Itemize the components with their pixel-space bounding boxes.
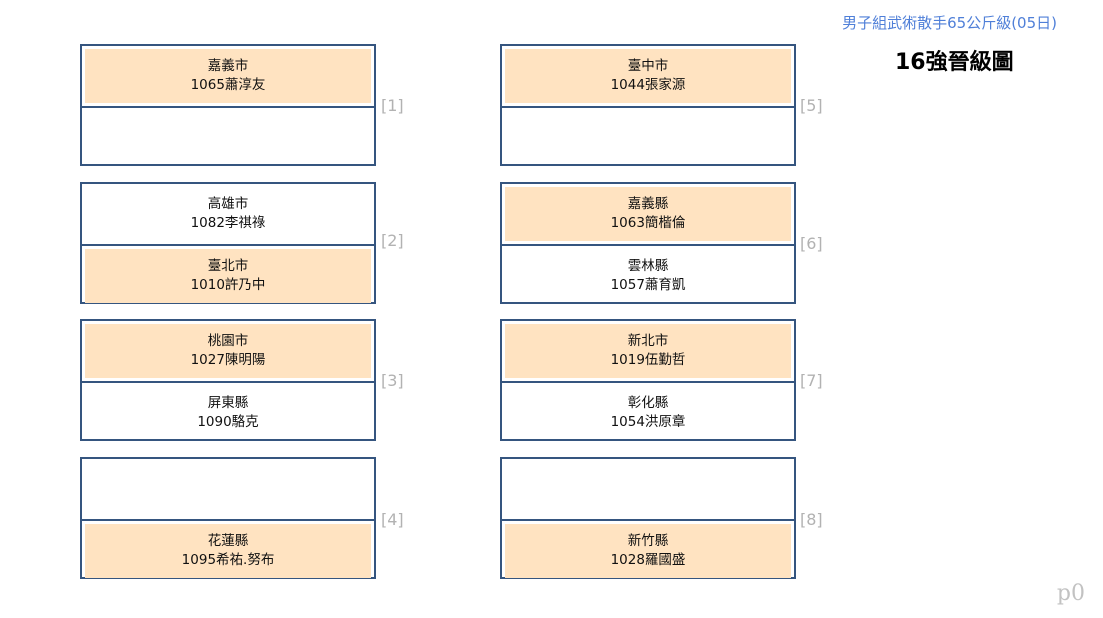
match-label-3: [3] <box>381 371 404 390</box>
match-1-bottom-slot <box>82 108 374 168</box>
highlight-fill <box>85 49 371 103</box>
team-name: 彰化縣 <box>627 395 669 411</box>
match-label-2: [2] <box>381 231 404 250</box>
match-3-top-slot: 桃園市 1027陳明陽 <box>82 321 374 381</box>
highlight-fill <box>505 187 791 241</box>
match-6-bottom-slot: 雲林縣 1057蕭育凱 <box>502 246 794 306</box>
match-label-1: [1] <box>381 96 404 115</box>
highlight-fill <box>505 324 791 378</box>
team-name: 嘉義市 <box>207 58 249 74</box>
slot-divider <box>502 106 794 108</box>
team-name: 桃園市 <box>207 333 249 349</box>
match-label-7: [7] <box>800 371 823 390</box>
match-box-2: 高雄市 1082李祺祿 臺北市 1010許乃中 <box>80 182 376 304</box>
bracket-title: 16強晉級圖 <box>895 50 1014 75</box>
match-2-bottom-slot: 臺北市 1010許乃中 <box>82 246 374 306</box>
highlight-fill <box>505 524 791 578</box>
player-name: 1028羅國盛 <box>610 552 686 568</box>
slot-divider <box>82 519 374 521</box>
match-4-bottom-slot: 花蓮縣 1095希祐.努布 <box>82 521 374 581</box>
player-name: 1082李祺祿 <box>190 215 266 231</box>
match-box-3: 桃園市 1027陳明陽 屏東縣 1090駱克 <box>80 319 376 441</box>
match-label-5: [5] <box>800 96 823 115</box>
slot-divider <box>502 244 794 246</box>
match-box-7: 新北市 1019伍勤哲 彰化縣 1054洪原章 <box>500 319 796 441</box>
slot-divider <box>502 519 794 521</box>
match-7-bottom-slot: 彰化縣 1054洪原章 <box>502 383 794 443</box>
match-box-4: 花蓮縣 1095希祐.努布 <box>80 457 376 579</box>
slot-divider <box>82 244 374 246</box>
player-name: 1095希祐.努布 <box>181 552 275 568</box>
match-5-top-slot: 臺中市 1044張家源 <box>502 46 794 106</box>
team-name: 新竹縣 <box>627 533 669 549</box>
player-name: 1054洪原章 <box>610 414 686 430</box>
page-marker: p0 <box>1056 581 1085 606</box>
highlight-fill <box>85 524 371 578</box>
match-label-6: [6] <box>800 234 823 253</box>
match-7-top-slot: 新北市 1019伍勤哲 <box>502 321 794 381</box>
player-name: 1063簡楷倫 <box>610 215 686 231</box>
highlight-fill <box>505 49 791 103</box>
player-name: 1065蕭淳友 <box>190 77 266 93</box>
player-name: 1057蕭育凱 <box>610 277 686 293</box>
match-8-bottom-slot: 新竹縣 1028羅國盛 <box>502 521 794 581</box>
team-name: 臺北市 <box>207 258 249 274</box>
match-box-8: 新竹縣 1028羅國盛 <box>500 457 796 579</box>
team-name: 屏東縣 <box>207 395 249 411</box>
match-box-1: 嘉義市 1065蕭淳友 <box>80 44 376 166</box>
player-name: 1090駱克 <box>197 414 259 430</box>
team-name: 臺中市 <box>627 58 669 74</box>
slot-divider <box>502 381 794 383</box>
slot-divider <box>82 106 374 108</box>
player-name: 1044張家源 <box>610 77 686 93</box>
match-box-5: 臺中市 1044張家源 <box>500 44 796 166</box>
match-4-top-slot <box>82 459 374 519</box>
match-3-bottom-slot: 屏東縣 1090駱克 <box>82 383 374 443</box>
highlight-fill <box>85 324 371 378</box>
team-name: 新北市 <box>627 333 669 349</box>
player-name: 1019伍勤哲 <box>610 352 686 368</box>
slot-divider <box>82 381 374 383</box>
match-6-top-slot: 嘉義縣 1063簡楷倫 <box>502 184 794 244</box>
team-name: 花蓮縣 <box>207 533 249 549</box>
event-subtitle: 男子組武術散手65公斤級(05日) <box>842 14 1057 32</box>
player-name: 1027陳明陽 <box>190 352 266 368</box>
highlight-fill <box>85 249 371 303</box>
match-box-6: 嘉義縣 1063簡楷倫 雲林縣 1057蕭育凱 <box>500 182 796 304</box>
team-name: 雲林縣 <box>627 258 669 274</box>
match-5-bottom-slot <box>502 108 794 168</box>
player-name: 1010許乃中 <box>190 277 266 293</box>
match-8-top-slot <box>502 459 794 519</box>
match-1-top-slot: 嘉義市 1065蕭淳友 <box>82 46 374 106</box>
team-name: 嘉義縣 <box>627 196 669 212</box>
match-2-top-slot: 高雄市 1082李祺祿 <box>82 184 374 244</box>
team-name: 高雄市 <box>207 196 249 212</box>
match-label-8: [8] <box>800 510 823 529</box>
match-label-4: [4] <box>381 510 404 529</box>
